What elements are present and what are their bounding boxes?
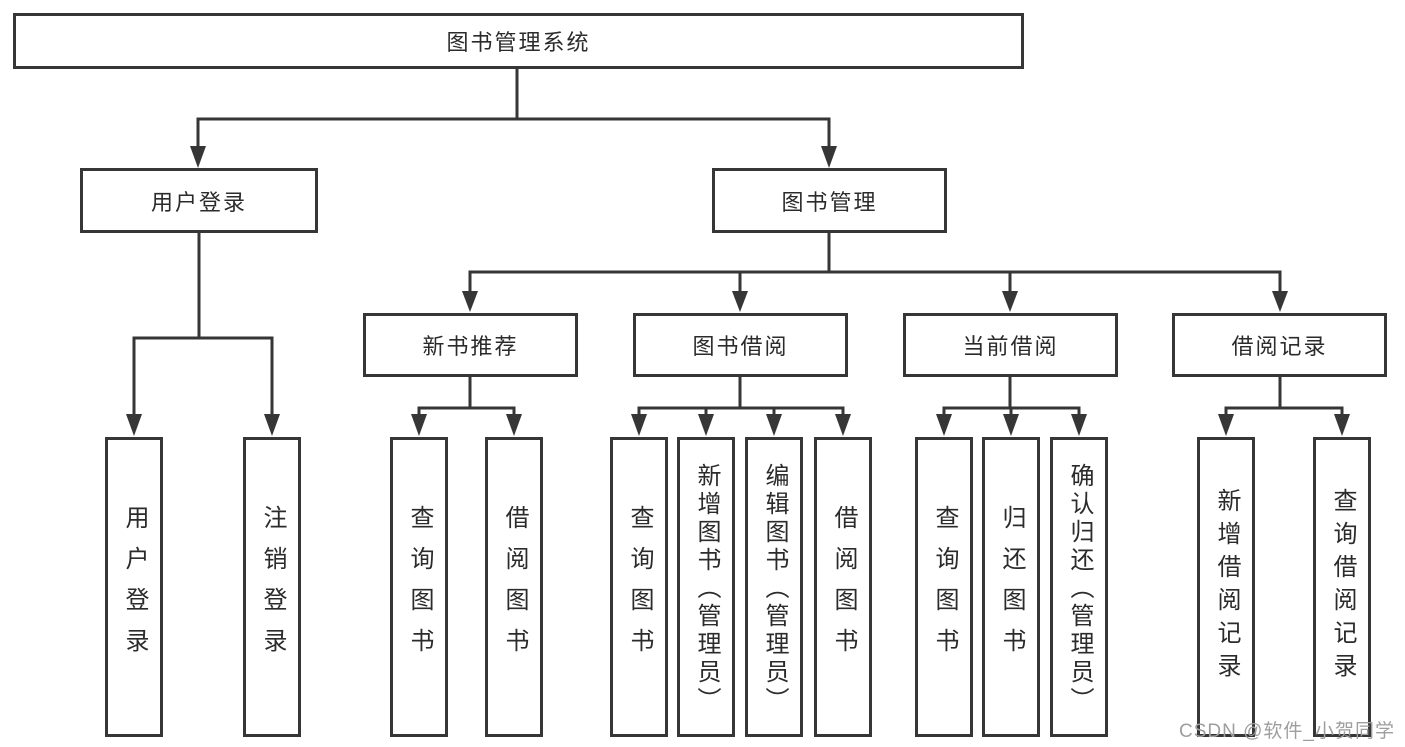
leaf-borrow-books-label: 借阅图书 [830, 505, 857, 669]
watermark: CSDN @软件_小贺同学 [1179, 721, 1395, 742]
node-current-borrow: 当前借阅 [903, 313, 1118, 377]
leaf-logout-label: 注销登录 [259, 505, 286, 669]
leaf-query-books-current: 查询图书 [915, 437, 973, 737]
leaf-query-books-borrow: 查询图书 [610, 437, 668, 737]
leaf-query-books-recommend: 查询图书 [390, 437, 448, 737]
leaf-user-login: 用户登录 [105, 437, 163, 737]
node-root: 图书管理系统 [13, 13, 1024, 69]
leaf-query-books-current-label: 查询图书 [931, 505, 958, 669]
node-book-management: 图书管理 [712, 168, 947, 233]
leaf-query-borrow-record-label: 查询借阅记录 [1329, 488, 1356, 686]
leaf-confirm-return-admin-label: 确认归还（管理员） [1066, 463, 1093, 715]
node-book-borrow-label: 图书借阅 [692, 334, 789, 359]
node-current-borrow-label: 当前借阅 [962, 334, 1059, 359]
leaf-edit-book-admin: 编辑图书（管理员） [745, 437, 803, 737]
leaf-add-borrow-record-label: 新增借阅记录 [1213, 488, 1240, 686]
leaf-add-book-admin-label: 新增图书（管理员） [693, 463, 720, 715]
node-user-login: 用户登录 [80, 168, 318, 233]
leaf-query-books-borrow-label: 查询图书 [626, 505, 653, 669]
leaf-return-book: 归还图书 [982, 437, 1040, 737]
leaf-confirm-return-admin: 确认归还（管理员） [1050, 437, 1108, 737]
leaf-add-book-admin: 新增图书（管理员） [677, 437, 735, 737]
node-borrow-records-label: 借阅记录 [1231, 334, 1328, 359]
node-new-book-recommend-label: 新书推荐 [422, 334, 519, 359]
leaf-query-books-recommend-label: 查询图书 [406, 505, 433, 669]
leaf-add-borrow-record: 新增借阅记录 [1197, 437, 1255, 737]
leaf-borrow-books: 借阅图书 [814, 437, 872, 737]
node-root-label: 图书管理系统 [446, 30, 591, 55]
leaf-logout: 注销登录 [243, 437, 301, 737]
leaf-return-book-label: 归还图书 [998, 505, 1025, 669]
node-borrow-records: 借阅记录 [1172, 313, 1387, 377]
leaf-borrow-books-recommend: 借阅图书 [485, 437, 543, 737]
node-user-login-label: 用户登录 [150, 189, 247, 215]
leaf-user-login-label: 用户登录 [121, 505, 148, 669]
node-book-management-label: 图书管理 [781, 189, 878, 215]
leaf-edit-book-admin-label: 编辑图书（管理员） [761, 463, 788, 715]
arrowheads [126, 146, 1350, 436]
node-new-book-recommend: 新书推荐 [363, 313, 578, 377]
leaf-query-borrow-record: 查询借阅记录 [1313, 437, 1371, 737]
leaf-borrow-books-recommend-label: 借阅图书 [501, 505, 528, 669]
node-book-borrow: 图书借阅 [633, 313, 848, 377]
tree-connectors [132, 69, 1344, 414]
